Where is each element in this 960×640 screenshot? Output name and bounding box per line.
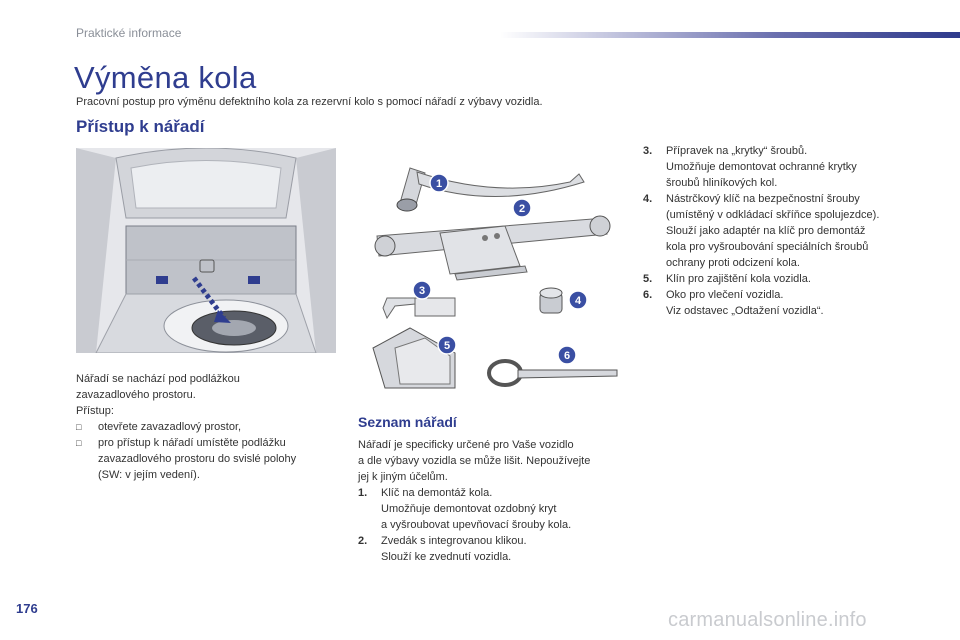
header-bar — [500, 32, 960, 38]
item-line: Viz odstavec „Odtažení vozidla“. — [666, 305, 824, 317]
item-line: Klíč na demontáž kola. — [381, 487, 493, 499]
tool-item-4: 4. Nástrčkový klíč na bezpečnostní šroub… — [643, 191, 913, 271]
item-line: ochrany proti odcizení kola. — [666, 257, 800, 269]
item-number: 6. — [643, 289, 653, 301]
callout-6: 6 — [557, 345, 577, 365]
item-number: 2. — [358, 535, 368, 547]
item-number: 1. — [358, 487, 368, 499]
callout-4: 4 — [568, 290, 588, 310]
callout-label: 3 — [419, 285, 425, 297]
access-intro-1: Nářadí se nachází pod podlážkou — [76, 373, 240, 385]
item-line: kola pro vyšroubování speciálních šroubů — [666, 241, 869, 253]
tool-item-1: 1. Klíč na demontáž kola. Umožňuje demon… — [358, 485, 628, 533]
callout-label: 4 — [575, 295, 582, 307]
tool-item-5: 5. Klín pro zajištění kola vozidla. — [643, 271, 913, 287]
section-header: Praktické informace — [76, 26, 182, 40]
bullet-text: otevřete zavazadlový prostor, — [98, 421, 242, 433]
callout-label: 5 — [444, 340, 450, 352]
page-number: 176 — [16, 601, 38, 616]
item-line: Klín pro zajištění kola vozidla. — [666, 273, 811, 285]
callout-3: 3 — [412, 280, 432, 300]
callout-label: 1 — [436, 178, 442, 190]
callout-2: 2 — [512, 198, 532, 218]
tools-heading: Seznam nářadí — [358, 414, 457, 430]
tools-list-right: 3. Přípravek na „krytky“ šroubů. Umožňuj… — [643, 143, 913, 319]
trunk-drawing — [76, 148, 336, 353]
tools-intro-line: a dle výbavy vozidla se může lišit. Nepo… — [358, 455, 591, 467]
item-line: Zvedák s integrovanou klikou. — [381, 535, 527, 547]
bullet-text: pro přístup k nářadí umístěte podlážku — [98, 437, 286, 449]
tools-intro-line: Nářadí je specificky určené pro Vaše voz… — [358, 439, 574, 451]
item-number: 5. — [643, 273, 653, 285]
item-line: (umístěný v odkládací skříňce spolujezdc… — [666, 209, 880, 221]
access-intro-2: zavazadlového prostoru. — [76, 389, 196, 401]
bullet-text: zavazadlového prostoru do svislé polohy — [98, 453, 297, 465]
item-number: 3. — [643, 145, 653, 157]
item-line: šroubů hliníkových kol. — [666, 177, 778, 189]
trunk-illustration — [76, 148, 336, 353]
tools-drawing — [372, 167, 618, 389]
watermark: carmanualsonline.info — [668, 609, 867, 631]
page-title: Výměna kola — [74, 60, 257, 95]
page-subtitle: Pracovní postup pro výměnu defektního ko… — [76, 96, 543, 108]
item-line: Slouží ke zvednutí vozidla. — [381, 551, 512, 563]
access-text: Nářadí se nachází pod podlážkou zavazadl… — [76, 371, 346, 483]
item-number: 4. — [643, 193, 653, 205]
item-line: Nástrčkový klíč na bezpečnostní šrouby — [666, 193, 860, 205]
access-heading: Přístup k nářadí — [76, 117, 205, 136]
item-line: Umožňuje demontovat ozdobný kryt — [381, 503, 557, 515]
callout-label: 6 — [564, 350, 570, 362]
checkbox-icon: □ — [76, 438, 82, 448]
item-line: Umožňuje demontovat ochranné krytky — [666, 161, 857, 173]
access-bullet: □ otevřete zavazadlový prostor, — [76, 419, 346, 435]
bullet-text: (SW: v jejím vedení). — [98, 469, 200, 481]
tools-intro-line: jej k jiným účelům. — [358, 471, 448, 483]
access-label: Přístup: — [76, 405, 114, 417]
item-line: Slouží jako adaptér na klíč pro demontáž — [666, 225, 866, 237]
tool-item-3: 3. Přípravek na „krytky“ šroubů. Umožňuj… — [643, 143, 913, 191]
item-line: a vyšroubovat upevňovací šrouby kola. — [381, 519, 572, 531]
access-bullet: □ pro přístup k nářadí umístěte podlážku… — [76, 435, 346, 483]
tools-illustration — [355, 148, 623, 398]
tool-item-6: 6. Oko pro vlečení vozidla. Viz odstavec… — [643, 287, 913, 319]
tool-item-2: 2. Zvedák s integrovanou klikou. Slouží … — [358, 533, 628, 565]
callout-1: 1 — [429, 173, 449, 193]
item-line: Přípravek na „krytky“ šroubů. — [666, 145, 808, 157]
tools-intro: Nářadí je specificky určené pro Vaše voz… — [358, 437, 628, 565]
item-line: Oko pro vlečení vozidla. — [666, 289, 784, 301]
callout-5: 5 — [437, 335, 457, 355]
checkbox-icon: □ — [76, 422, 82, 432]
callout-label: 2 — [519, 203, 525, 215]
